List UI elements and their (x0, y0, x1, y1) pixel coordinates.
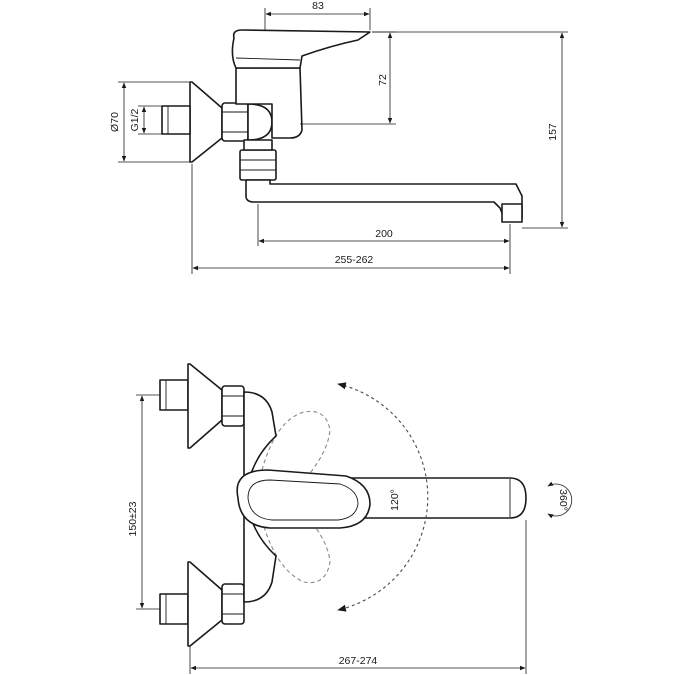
top-spout-nut (239, 149, 277, 181)
front-lower-rosette (187, 561, 223, 647)
spout-rotation-arc (547, 481, 573, 519)
top-wall-rosette (189, 81, 223, 163)
front-lower-inlet-stub (159, 593, 189, 625)
top-inlet-nut (221, 102, 249, 142)
dim-lever-rotation: 120° (389, 489, 401, 511)
top-inlet-stub (161, 105, 191, 135)
front-lever-handle (236, 469, 371, 529)
dim-thread: G1/2 (129, 108, 141, 131)
top-lever-handle (231, 29, 371, 69)
dim-front-total-length: 267-274 (339, 655, 378, 667)
top-spout (245, 179, 523, 219)
dim-rosette-diameter: Ø70 (109, 112, 121, 132)
top-body-joint (247, 103, 273, 141)
front-upper-nut (221, 385, 245, 427)
dim-total-height: 157 (547, 123, 559, 141)
front-lever-ghost-lower (261, 515, 331, 584)
dim-total-length: 255-262 (335, 254, 374, 266)
front-lower-nut (221, 583, 245, 625)
dim-spout-rotation: 360° (557, 489, 569, 511)
top-aerator (501, 203, 523, 223)
front-view: 120° 360° 150±23 267-274 (127, 363, 573, 674)
top-mixer-body (235, 67, 303, 139)
front-lever-inner (247, 479, 359, 521)
lever-rotation-arc (337, 382, 429, 612)
front-upper-rosette (187, 363, 223, 449)
front-lever-ghost-upper (261, 410, 331, 479)
top-view: 83 72 157 Ø70 G1/2 200 255-262 (109, 0, 568, 274)
dim-handle-width: 83 (312, 0, 324, 12)
dim-spout-length: 200 (375, 228, 393, 240)
top-spout-collar (243, 139, 273, 151)
front-upper-inlet-stub (159, 379, 189, 411)
dim-handle-height: 72 (377, 74, 389, 86)
dim-inlet-spacing: 150±23 (127, 501, 139, 536)
